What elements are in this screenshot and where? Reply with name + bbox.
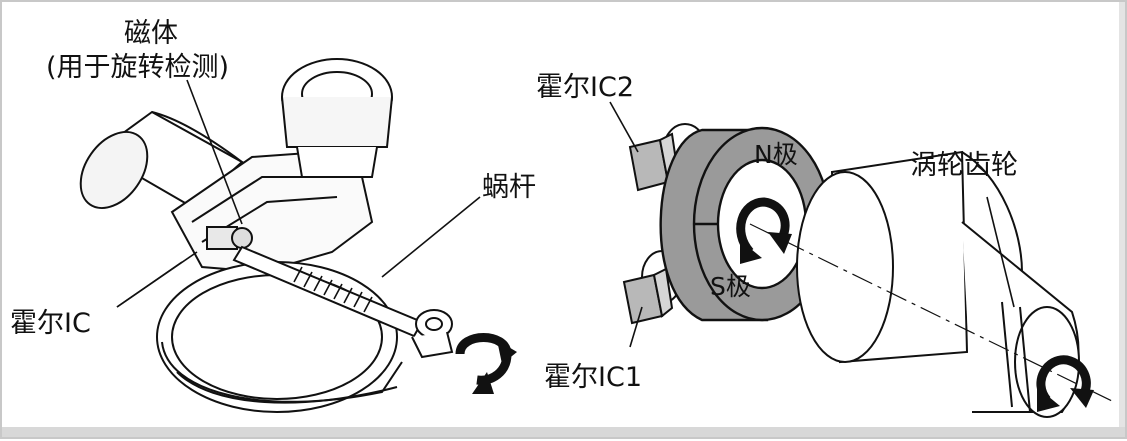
label-hall-ic-left: 霍尔IC: [10, 308, 91, 339]
bottom-edge-bar: [2, 427, 1125, 437]
rotation-axis: [749, 223, 1115, 403]
rotation-arrow-magnet: [736, 197, 792, 264]
label-magnet-note: (用于旋转检测): [46, 52, 230, 83]
label-hall-ic2: 霍尔IC2: [536, 72, 634, 103]
label-n-pole: N极: [754, 140, 798, 169]
rotation-arrow-right: [1036, 355, 1094, 412]
label-magnet: 磁体: [124, 18, 178, 49]
magnet-ring: [659, 126, 832, 322]
gear-shaft: [796, 150, 1080, 418]
label-worm-gear: 涡轮齿轮: [910, 150, 1018, 181]
leader-lines-right: [609, 101, 1015, 348]
motor-assembly: [79, 58, 454, 413]
hall-ic1-sensor: [622, 267, 674, 325]
rotation-arrow-left: [455, 333, 517, 394]
label-worm: 蜗杆: [482, 172, 536, 203]
leader-lines-left: [116, 79, 481, 308]
right-edge-bar: [1119, 2, 1125, 437]
label-hall-ic1: 霍尔IC1: [544, 362, 642, 393]
label-s-pole: S极: [710, 272, 751, 301]
